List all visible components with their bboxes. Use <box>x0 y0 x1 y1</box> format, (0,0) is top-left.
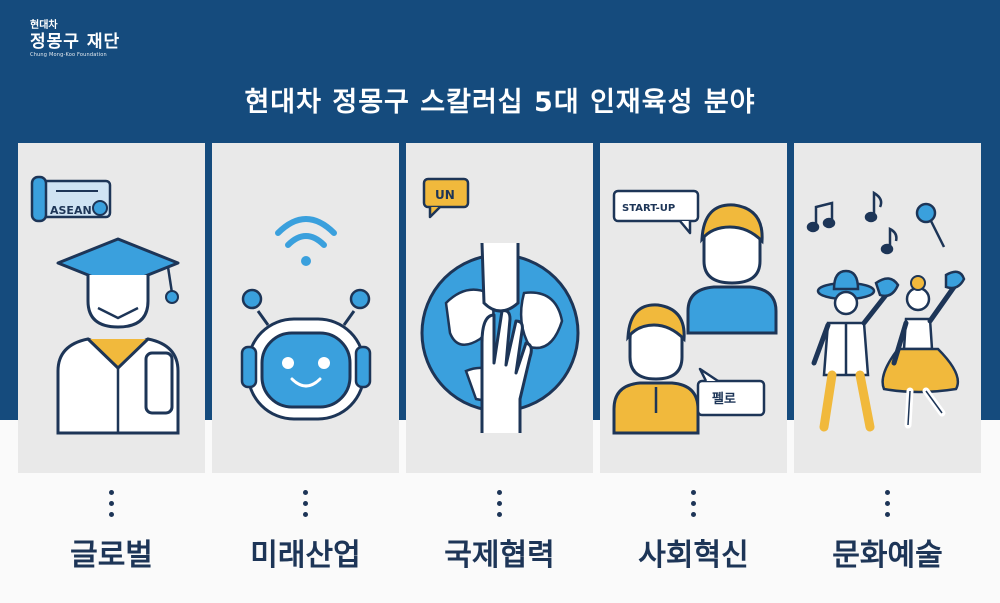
asean-badge: ASEAN <box>50 204 92 217</box>
dots-1 <box>18 490 205 517</box>
label-international-cooperation: 국제협력 <box>444 538 555 573</box>
graduate-icon: ASEAN <box>30 175 180 435</box>
panel-social-innovation: START-UP 펠로 <box>600 143 787 473</box>
globe-hands-icon: UN <box>420 177 580 433</box>
label-global: 글로벌 <box>70 538 153 573</box>
foundation-logo: 현대차 정몽구 재단 Chung Mong-Koo Foundation <box>30 20 120 59</box>
label-future-industry: 미래산업 <box>250 538 361 573</box>
panel-international-cooperation: UN <box>406 143 593 473</box>
dancers-icon <box>806 190 966 432</box>
un-badge: UN <box>435 188 455 202</box>
dots-5 <box>794 490 981 517</box>
label-culture-arts: 문화예술 <box>832 538 943 573</box>
dots-3 <box>406 490 593 517</box>
people-speech-icon: START-UP 펠로 <box>612 189 778 435</box>
dots-4 <box>600 490 787 517</box>
fellow-badge: 펠로 <box>712 391 736 407</box>
panel-culture-arts <box>794 143 981 473</box>
startup-badge: START-UP <box>622 203 675 214</box>
dots-2 <box>212 490 399 517</box>
logo-line-3: Chung Mong-Koo Foundation <box>30 52 107 58</box>
logo-line-2: 정몽구 재단 <box>30 32 121 52</box>
panel-future-industry <box>212 143 399 473</box>
panel-global: ASEAN <box>18 143 205 473</box>
robot-icon <box>240 216 372 421</box>
page-title: 현대차 정몽구 스칼러십 5대 인재육성 분야 <box>244 87 756 118</box>
label-social-innovation: 사회혁신 <box>638 538 749 573</box>
logo-line-1: 현대차 <box>30 20 58 31</box>
